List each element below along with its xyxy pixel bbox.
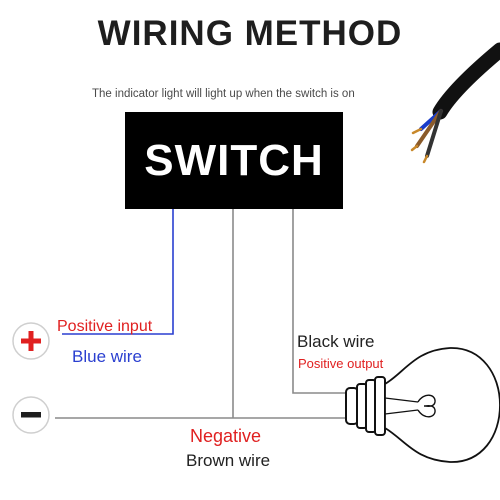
brown-wire-label: Brown wire	[186, 451, 271, 470]
blue-wire-line	[62, 209, 174, 335]
light-bulb-icon	[345, 347, 500, 463]
black-wire-line	[292, 209, 348, 394]
blue-wire-label: Blue wire	[72, 347, 142, 366]
diagram-subtitle: The indicator light will light up when t…	[92, 88, 355, 100]
positive-output-label: Positive output	[298, 356, 384, 371]
black-wire-label: Black wire	[297, 332, 375, 351]
diagram-title: WIRING METHOD	[97, 14, 403, 53]
switch-box: SWITCH	[125, 112, 343, 209]
cable-icon	[410, 42, 500, 164]
negative-label: Negative	[190, 426, 262, 446]
positive-input-label: Positive input	[57, 318, 153, 335]
positive-terminal-icon	[12, 322, 50, 360]
negative-terminal-icon	[12, 396, 50, 434]
switch-label: SWITCH	[144, 135, 324, 185]
